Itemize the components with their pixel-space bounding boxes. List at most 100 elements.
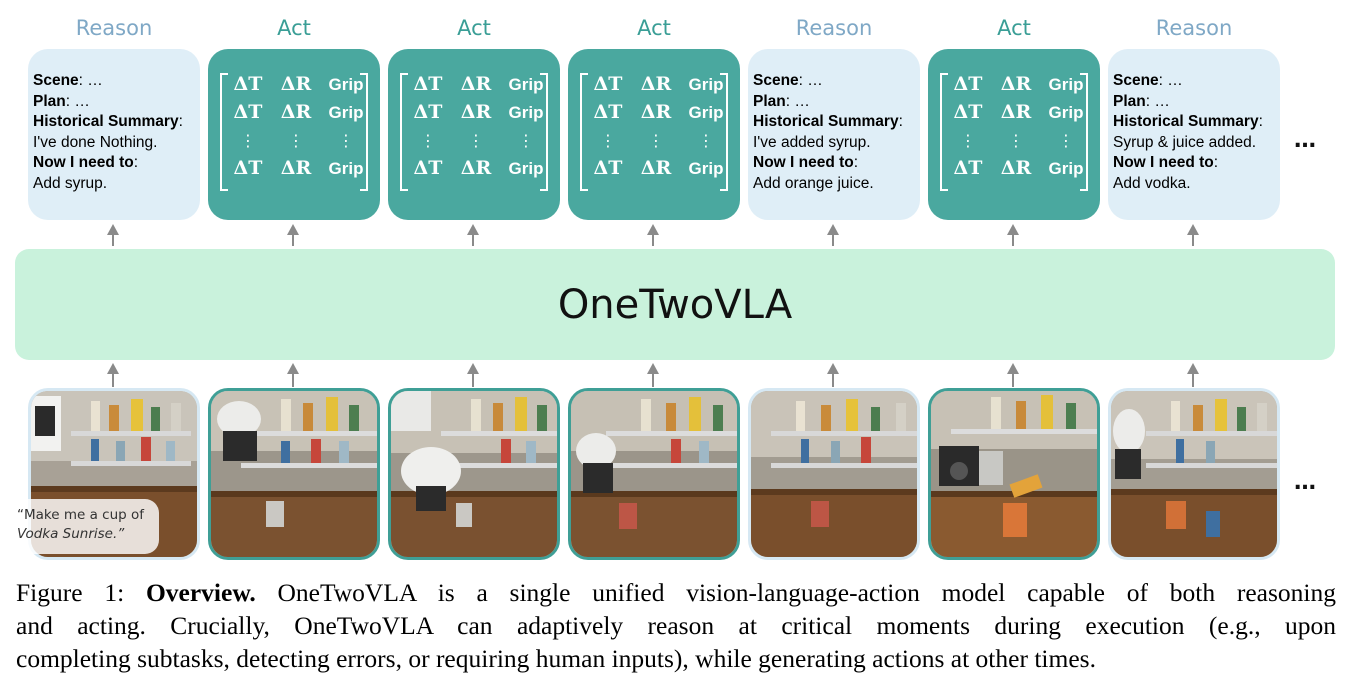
matrix-vdots: ⋮ (420, 131, 436, 150)
matrix-bracket-left (580, 73, 588, 191)
matrix-vdots: ⋮ (1058, 131, 1074, 150)
next-colon: : (1213, 154, 1219, 171)
matrix-grip: Grip (328, 159, 364, 178)
next-key: Now I need to (753, 154, 854, 171)
matrix-delta-r: ΔR (1000, 73, 1032, 95)
matrix-delta-r: ΔR (280, 101, 312, 123)
input-arrow (646, 363, 660, 387)
matrix-vdots: ⋮ (698, 131, 714, 150)
matrix-grip: Grip (1048, 159, 1084, 178)
matrix-bracket-left (220, 73, 228, 191)
matrix-bracket-right (360, 73, 368, 191)
continuation-ellipsis: … (1294, 470, 1316, 495)
input-arrow (286, 363, 300, 387)
matrix-grip: Grip (1048, 103, 1084, 122)
scene-value: : … (798, 72, 823, 89)
matrix-delta-t: ΔT (233, 73, 263, 95)
caption-prefix: Figure 1: (16, 578, 146, 607)
matrix-delta-r: ΔR (280, 73, 312, 95)
instruction-line-2: Vodka Sunrise.” (17, 526, 125, 542)
scene-illustration (571, 391, 737, 557)
column-label-reason: Reason (75, 16, 153, 40)
output-arrow (106, 224, 120, 246)
output-arrow (466, 224, 480, 246)
matrix-vdots: ⋮ (468, 131, 484, 150)
matrix-delta-t: ΔT (413, 73, 443, 95)
summary-text: I've added syrup. (753, 133, 871, 151)
column-label-act: Act (637, 16, 671, 40)
plan-value: : … (65, 92, 90, 110)
output-arrow (1006, 224, 1020, 246)
column-label-act: Act (457, 16, 491, 40)
observation-frame (568, 388, 740, 560)
matrix-delta-r: ΔR (1000, 157, 1032, 179)
matrix-vdots: ⋮ (600, 131, 616, 150)
scene-illustration (751, 391, 917, 557)
next-colon: : (133, 154, 139, 171)
matrix-delta-t: ΔT (413, 101, 443, 123)
scene-key: Scene (33, 72, 79, 89)
next-colon: : (853, 154, 859, 171)
observation-frame (388, 388, 560, 560)
matrix-bracket-right (540, 73, 548, 191)
output-arrow (826, 224, 840, 246)
column-label-act: Act (277, 16, 311, 40)
caption-bold: Overview. (145, 578, 256, 607)
matrix-grip: Grip (688, 75, 724, 94)
scene-value: : … (78, 72, 103, 89)
column-label-reason: Reason (795, 16, 873, 40)
matrix-bracket-right (1080, 73, 1088, 191)
output-arrow (646, 224, 660, 246)
matrix-delta-t: ΔT (233, 157, 263, 179)
matrix-bracket-left (940, 73, 948, 191)
scene-illustration (211, 391, 377, 557)
matrix-delta-r: ΔR (640, 73, 672, 95)
matrix-bracket-right (720, 73, 728, 191)
input-arrow (466, 363, 480, 387)
matrix-grip: Grip (508, 75, 544, 94)
caption-line-1: OneTwoVLA is a single unified vision-lan… (255, 578, 1337, 607)
matrix-vdots: ⋮ (648, 131, 664, 150)
caption-line-2: and acting. Crucially, OneTwoVLA can ada… (16, 611, 1336, 640)
matrix-delta-t: ΔT (413, 157, 443, 179)
matrix-delta-r: ΔR (460, 101, 492, 123)
matrix-grip: Grip (688, 159, 724, 178)
matrix-delta-r: ΔR (1000, 101, 1032, 123)
matrix-bracket-left (400, 73, 408, 191)
matrix-grip: Grip (328, 75, 364, 94)
caption-line-3: completing subtasks, detecting errors, o… (16, 644, 1096, 673)
matrix-delta-r: ΔR (640, 101, 672, 123)
summary-key: Historical Summary (753, 113, 899, 130)
scene-key: Scene (753, 72, 799, 89)
observation-frame (928, 388, 1100, 560)
reason-card: Scene: … Plan: … Historical Summary: I'v… (28, 49, 200, 220)
matrix-grip: Grip (508, 103, 544, 122)
continuation-ellipsis: … (1294, 128, 1316, 153)
observation-frame (748, 388, 920, 560)
matrix-delta-r: ΔR (460, 73, 492, 95)
scene-illustration (1111, 391, 1277, 557)
column-label-act: Act (997, 16, 1031, 40)
scene-key: Scene (1113, 72, 1159, 89)
next-key: Now I need to (33, 154, 134, 171)
matrix-delta-t: ΔT (593, 157, 623, 179)
summary-colon: : (178, 113, 183, 130)
observation-frame (1108, 388, 1280, 560)
matrix-delta-t: ΔT (953, 73, 983, 95)
summary-text: I've done Nothing. (33, 133, 158, 151)
reason-card: Scene: … Plan: … Historical Summary: I'v… (748, 49, 920, 220)
next-key: Now I need to (1113, 154, 1214, 171)
next-text: Add syrup. (33, 174, 108, 192)
reason-card: Scene: … Plan: … Historical Summary: Syr… (1108, 49, 1280, 220)
plan-key: Plan (753, 92, 786, 110)
model-block: OneTwoVLA (15, 249, 1335, 360)
matrix-delta-r: ΔR (640, 157, 672, 179)
plan-key: Plan (33, 92, 66, 110)
output-arrow (1186, 224, 1200, 246)
